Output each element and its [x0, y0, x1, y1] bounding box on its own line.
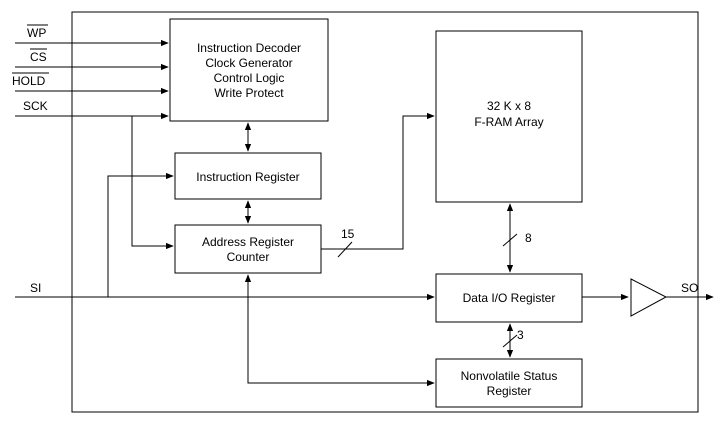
chip-outline — [71, 11, 699, 413]
address-register-block — [174, 224, 322, 274]
hold-pin-label: HOLD — [12, 74, 46, 88]
data-bus-slash — [502, 233, 518, 247]
status-register-line-1: Nonvolatile Status — [461, 369, 558, 383]
wp-pin-label: WP — [27, 26, 46, 40]
decoder-line-4: Write Protect — [214, 86, 284, 100]
address-register-line-1: Address Register — [202, 235, 294, 249]
status-register-block — [435, 358, 583, 408]
cs-pin-label: CS — [30, 50, 47, 64]
address-status-link — [244, 274, 435, 387]
address-bus-wire — [321, 112, 435, 250]
output-buffer-icon — [630, 278, 668, 317]
fram-array-line-1: 32 K x 8 — [487, 99, 531, 113]
data-bus-width: 8 — [525, 231, 532, 245]
fram-array-line-2: F-RAM Array — [474, 115, 543, 129]
sck-to-address-wire — [131, 116, 174, 250]
address-register-line-2: Counter — [227, 250, 270, 264]
instruction-register-block — [174, 152, 322, 200]
instruction-register-label: Instruction Register — [196, 170, 299, 184]
so-pin-label: SO — [681, 281, 698, 295]
si-pin-label: SI — [30, 281, 41, 295]
si-to-instruction-wire — [107, 172, 174, 297]
status-bus-slash — [502, 334, 518, 348]
status-bus-width: 3 — [517, 328, 524, 342]
data-io-register-block — [435, 273, 583, 323]
decoder-line-3: Control Logic — [214, 71, 285, 85]
decoder-line-2: Clock Generator — [205, 56, 292, 70]
sck-pin-label: SCK — [23, 99, 48, 113]
fram-array-block — [435, 30, 583, 203]
data-io-register-label: Data I/O Register — [463, 291, 556, 305]
address-bus-slash — [337, 241, 353, 258]
instruction-decoder-block — [169, 18, 329, 122]
status-register-line-2: Register — [487, 384, 532, 398]
address-bus-width: 15 — [341, 227, 355, 241]
decoder-line-1: Instruction Decoder — [197, 41, 301, 55]
